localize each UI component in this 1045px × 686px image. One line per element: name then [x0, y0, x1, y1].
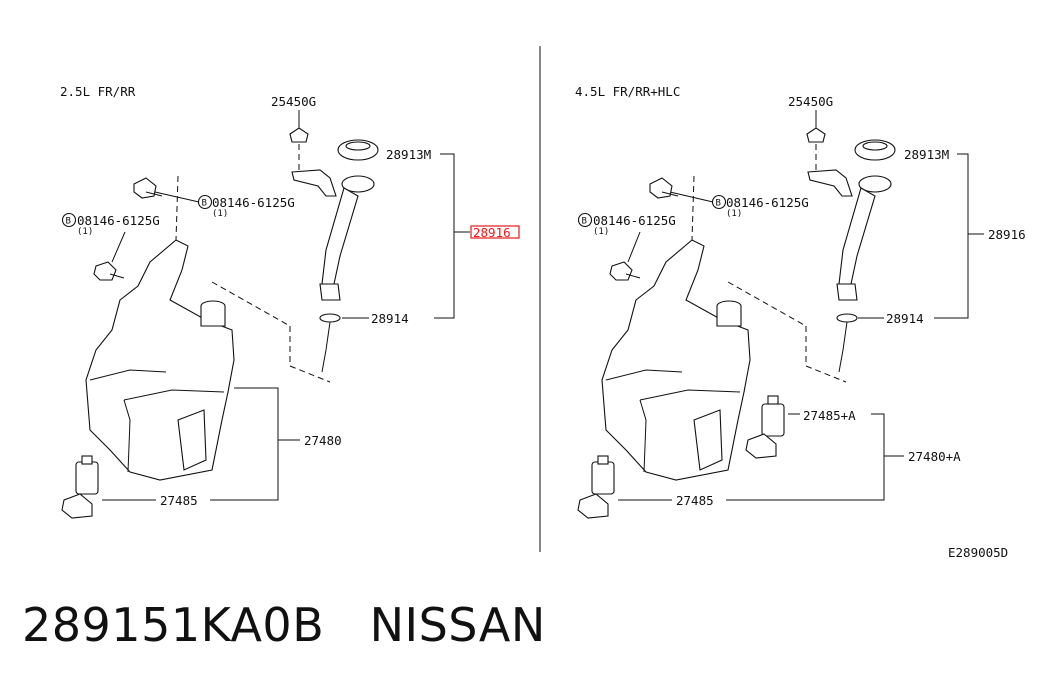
- right-label-27485: 27485: [676, 493, 714, 508]
- right-label-28916: 28916: [988, 227, 1026, 242]
- washer-tank-icon: [85, 175, 331, 481]
- bolt-b-lower-icon: B: [61, 212, 77, 228]
- left-label-28916: 28916: [473, 225, 511, 240]
- filler-neck-icon: [291, 169, 375, 373]
- left-label-27485: 27485: [160, 493, 198, 508]
- right-label-25450g: 25450G: [788, 94, 833, 109]
- filler-neck-icon-right: [807, 169, 892, 373]
- washer-tank-icon-right: [601, 175, 847, 481]
- footer-brand: NISSAN: [369, 598, 546, 652]
- washer-pump-icon-right: [577, 455, 615, 519]
- bolt-b-upper-icon-right: B: [711, 194, 727, 210]
- left-bolt-a-qty: (1): [212, 209, 228, 219]
- right-panel-title: 4.5L FR/RR+HLC: [575, 84, 680, 99]
- clip-icon: [289, 127, 309, 170]
- right-label-28914: 28914: [886, 311, 924, 326]
- bolt-lower-icon: [93, 261, 125, 281]
- left-label-28914: 28914: [371, 311, 409, 326]
- left-bolt-b-label: 08146-6125G: [77, 213, 160, 228]
- svg-text:B: B: [66, 217, 71, 227]
- filler-cap-icon-right: [854, 139, 896, 161]
- right-label-27480a: 27480+A: [908, 449, 961, 464]
- bolt-lower-icon-right: [609, 261, 641, 281]
- right-label-28913m: 28913M: [904, 147, 949, 162]
- right-bolt-b-label: 08146-6125G: [593, 213, 676, 228]
- left-label-28913m: 28913M: [386, 147, 431, 162]
- svg-text:B: B: [716, 199, 721, 209]
- bolt-upper-icon-right: [649, 177, 679, 199]
- right-bolt-b-qty: (1): [593, 227, 609, 237]
- bolt-upper-icon: [133, 177, 163, 199]
- diagram-code: E289005D: [948, 545, 1008, 560]
- bolt-b-upper-icon: B: [197, 194, 213, 210]
- svg-text:B: B: [202, 199, 207, 209]
- clip-icon-right: [806, 127, 826, 170]
- filler-cap-icon: [337, 139, 379, 161]
- washer-pump-icon: [61, 455, 99, 519]
- bolt-b-lower-icon-right: B: [577, 212, 593, 228]
- left-label-27480: 27480: [304, 433, 342, 448]
- left-bolt-b-qty: (1): [77, 227, 93, 237]
- svg-text:B: B: [582, 217, 587, 227]
- left-panel-title: 2.5L FR/RR: [60, 84, 136, 99]
- right-panel: 4.5L FR/RR+HLC B 08146-6125G (1) B 08146…: [575, 84, 1026, 519]
- right-label-27485a: 27485+A: [803, 408, 856, 423]
- hlc-pump-icon: [745, 395, 785, 459]
- right-bolt-a-label: 08146-6125G: [726, 195, 809, 210]
- right-bolt-a-qty: (1): [726, 209, 742, 219]
- footer-part-number: 289151KA0B: [22, 598, 325, 652]
- left-panel: 2.5L FR/RR B 08146-6125G (1) B 08146-612…: [60, 84, 520, 519]
- left-label-25450g: 25450G: [271, 94, 316, 109]
- highlight-box-28916: [470, 225, 520, 239]
- left-bolt-a-label: 08146-6125G: [212, 195, 295, 210]
- footer-caption: 289151KA0B NISSAN: [22, 598, 546, 652]
